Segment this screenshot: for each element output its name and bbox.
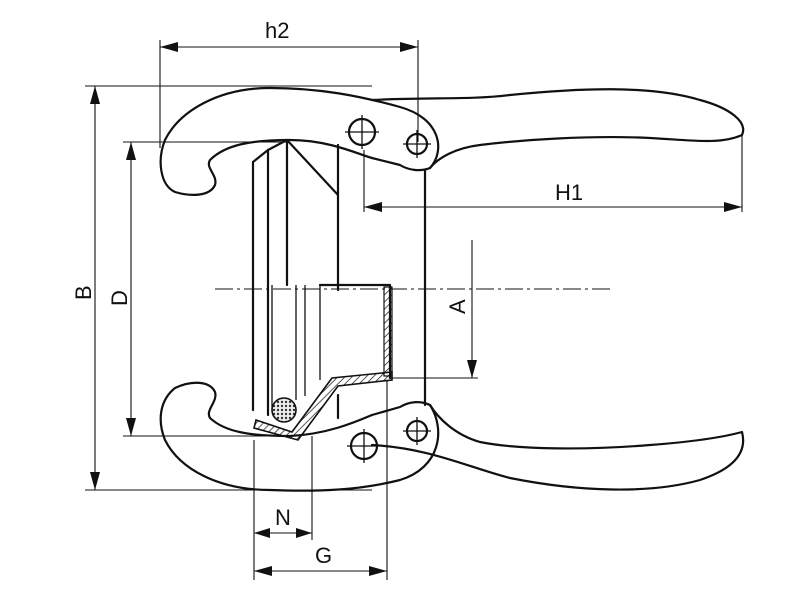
dimension-B [85, 85, 372, 491]
label-H1: H1 [555, 180, 583, 205]
spigot-inner-lines [271, 285, 321, 410]
label-N: N [275, 505, 291, 530]
dimension-N [253, 436, 313, 540]
o-ring-seal [271, 397, 297, 423]
dimension-D [123, 141, 287, 437]
label-G: G [315, 543, 332, 568]
upper-pivot-pin-right [403, 130, 431, 158]
label-D: D [107, 290, 132, 306]
label-A: A [445, 299, 470, 314]
spigot-top [318, 283, 392, 380]
body-upper-bevel [285, 138, 340, 197]
lower-pivot-pin-left [347, 429, 381, 463]
lower-jaw [159, 381, 440, 492]
dimension-G [253, 380, 388, 580]
label-B: B [71, 285, 96, 300]
body-top-edge [251, 138, 289, 164]
dimension-H1 [363, 135, 743, 212]
dimension-h2 [159, 40, 419, 148]
lower-lever-arm [370, 401, 745, 491]
upper-lever-arm [370, 88, 745, 172]
lower-pivot-pin-right [403, 417, 431, 445]
upper-pivot-pin-left [345, 115, 379, 149]
dimension-A [390, 240, 478, 379]
seal-ring [253, 371, 393, 441]
upper-jaw [159, 86, 440, 196]
spigot-hatched-wall [383, 286, 393, 377]
label-h2: h2 [265, 18, 289, 43]
